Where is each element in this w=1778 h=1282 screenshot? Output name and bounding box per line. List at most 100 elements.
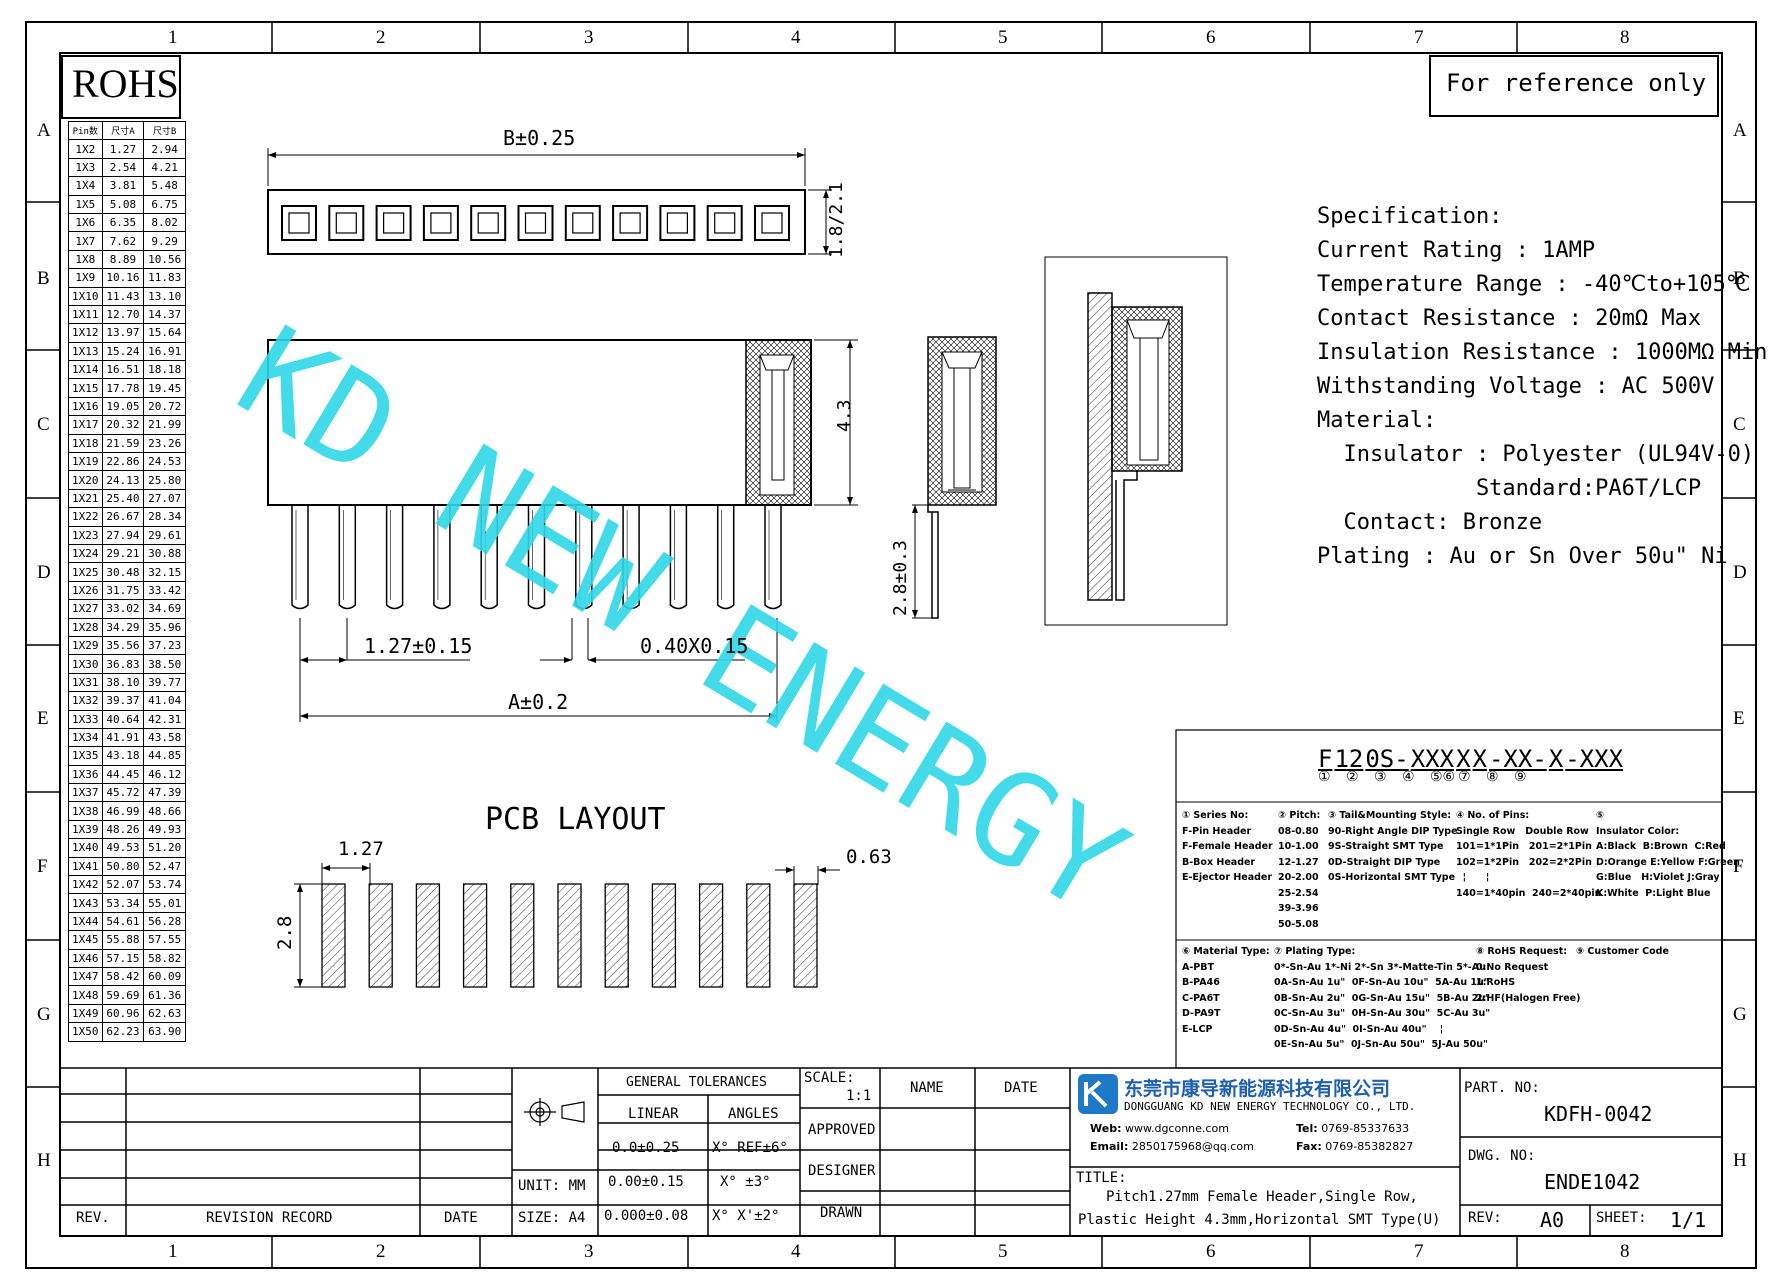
cavity-inner [666,212,689,234]
pin-table-cell: 5.48 [143,176,186,196]
frame-col-label: 3 [584,1241,594,1262]
legend-line: 25-2.54 [1278,887,1319,899]
front-view [267,339,858,722]
frame-row-label: H [37,1150,51,1171]
pin-table-cell: 1X2 [68,139,103,159]
pin-table-cell: 1X43 [68,893,103,913]
pin-table-cell: 45.72 [101,783,145,803]
pin-table-cell: 20.32 [101,415,145,435]
legend-customer: ⑨ Customer Code [1576,944,1669,960]
pin-table-cell: 1X22 [68,507,103,527]
spec-line: Standard:PA6T/LCP [1317,476,1702,501]
pin-table-cell: 43.58 [143,727,186,748]
pin [716,505,735,610]
tb-general-tolerances: GENERAL TOLERANCES [626,1075,767,1090]
pcb-pad [368,883,393,988]
frame-col-label: 6 [1206,1241,1216,1262]
cavity-hole [328,205,365,241]
frame-row-label: G [1733,1004,1747,1025]
pin-table-cell: 41.91 [101,727,145,748]
tb-date: DATE [444,1210,478,1226]
pin-table-cell: 17.78 [101,378,145,398]
frame-row-label: E [1733,708,1745,729]
tb-scale-val: 1:1 [846,1088,872,1104]
pcb-pad [604,883,629,988]
frame-col-label: 4 [791,1241,801,1262]
pin-table-cell: 31.75 [101,580,145,601]
pin-table-cell: 1X21 [68,488,103,509]
cavity-hole [706,205,743,241]
tb-title-label: TITLE: [1076,1170,1127,1186]
legend-line: 0B-Sn-Au 2u" 0G-Sn-Au 15u" 5B-Au 2u" [1274,992,1491,1004]
pin-table-cell: 52.07 [101,875,145,895]
pin-table-cell: 1X33 [68,709,103,729]
pin-table-cell: 1X29 [68,635,103,656]
legend-line: 101=1*1Pin 201=2*1Pin [1456,841,1592,852]
pin-table-cell: 39.37 [101,691,145,711]
pin-table-cell: 18.18 [143,360,186,380]
legend-line: ⑥ Material Type: [1182,946,1270,957]
legend-line: E-Ejector Header [1182,872,1273,883]
pin-table-cell: 1X40 [68,838,103,858]
pin-table-cell: 30.88 [143,543,186,564]
pcb-pad [415,883,441,988]
pin-table-cell: 1X6 [68,212,103,233]
tb-web: www.dgconne.com [1124,1122,1229,1135]
pin-table-cell: 48.26 [101,819,145,840]
legend-line: 140=1*40pin 240=2*40pin [1456,887,1602,899]
legend-line: 0D-Straight DIP Type [1328,856,1441,868]
legend-line: ⑧ RoHS Request: [1476,946,1568,957]
spec-line: Plating : Au or Sn Over 50u" Ni [1317,544,1728,569]
tb-dwg-no: ENDE1042 [1544,1170,1641,1194]
pin-table-cell: 60.96 [101,1003,145,1024]
pcb-pad [321,883,346,988]
pcb-pad [698,883,724,988]
pin-table-cell: 10.56 [143,249,186,270]
pcb-pad [510,883,535,988]
pin-table-cell: 22.86 [101,452,145,472]
pin-table-cell: 53.34 [101,893,145,913]
pin-table-cell: 16.91 [143,341,186,362]
pin-table-header: Pin数 [68,120,103,141]
pin-table-cell: 1X13 [68,341,103,362]
tb-sheet-label: SHEET: [1596,1210,1647,1226]
pin-table-cell: 30.48 [101,562,145,582]
legend-line: Insulator Color: [1596,825,1680,837]
pin-table-header: 尺寸A [101,120,145,141]
pin-table-cell: 1X32 [68,691,103,711]
cavity-inner [619,212,641,234]
cavity-hole [564,205,601,241]
pin-table-cell: 6.35 [101,212,145,233]
pcb-pad [746,883,771,988]
reference-note: For reference only [1446,69,1707,97]
legend-line: ③ Tail&Mounting Style: [1328,810,1452,821]
legend-line: ⑨ Customer Code [1576,946,1669,957]
legend-line: 1:RoHS [1476,977,1516,988]
part-code-marker: ③ [1374,769,1387,785]
pin-table-cell: 1X23 [68,525,103,545]
pin-table-cell: 21.59 [101,433,145,454]
pin-table-cell: 46.12 [143,764,186,785]
pin-table-cell: 1X42 [68,875,103,895]
pin-table-cell: 48.66 [143,801,186,821]
tb-linear: LINEAR [628,1106,679,1122]
frame-row-label: F [1733,856,1744,877]
pin-table-cell: 7.62 [101,231,145,251]
